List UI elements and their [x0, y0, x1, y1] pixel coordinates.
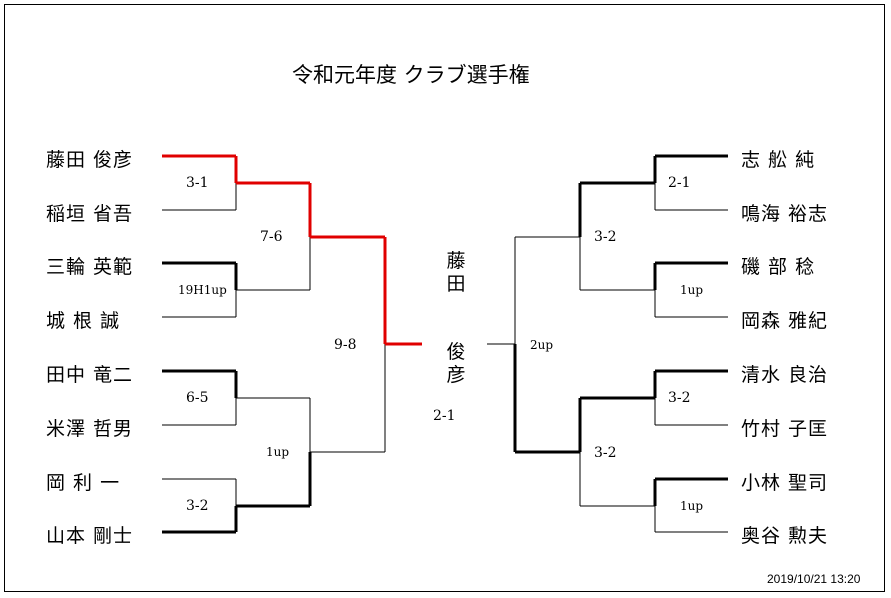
left-player-name: 山本 剛士: [46, 525, 134, 547]
bracket-frame: [4, 4, 885, 592]
left-player-name: 岡 利 一: [46, 472, 121, 494]
right-player-name: 清水 良治: [741, 364, 829, 386]
right-player-name: 磯 部 稔: [741, 256, 816, 278]
match-score: 19H1up: [178, 283, 227, 297]
match-score: 1up: [680, 499, 704, 513]
match-score: 2-1: [668, 175, 691, 191]
page-title: 令和元年度 クラブ選手権: [292, 63, 530, 87]
left-player-name: 藤田 俊彦: [46, 149, 134, 171]
timestamp: 2019/10/21 13:20: [767, 572, 861, 586]
match-score: 3-2: [668, 390, 691, 406]
right-player-name: 小林 聖司: [741, 472, 829, 494]
match-score: 9-8: [334, 337, 357, 353]
final-score: 2-1: [433, 408, 456, 424]
champion-given-name: 俊 彦: [446, 341, 466, 386]
match-score: 7-6: [260, 229, 283, 245]
match-score: 1up: [266, 445, 290, 459]
left-player-name: 田中 竜二: [46, 364, 134, 386]
match-score: 2up: [530, 338, 554, 352]
match-score: 3-1: [186, 175, 209, 191]
champion-surname: 藤 田: [446, 250, 466, 295]
match-score: 1up: [680, 283, 704, 297]
right-player-name: 奥谷 勲夫: [741, 525, 829, 547]
left-player-name: 米澤 哲男: [46, 418, 134, 440]
right-player-name: 鳴海 裕志: [741, 203, 829, 225]
right-player-name: 岡森 雅紀: [741, 310, 829, 332]
match-score: 3-2: [594, 445, 617, 461]
match-score: 3-2: [594, 229, 617, 245]
left-player-name: 城 根 誠: [46, 310, 121, 332]
match-score: 6-5: [186, 390, 209, 406]
left-player-name: 稲垣 省吾: [46, 203, 134, 225]
right-player-name: 志 舩 純: [741, 149, 816, 171]
match-score: 3-2: [186, 498, 209, 514]
right-player-name: 竹村 子匡: [741, 418, 829, 440]
left-player-name: 三輪 英範: [46, 256, 134, 278]
